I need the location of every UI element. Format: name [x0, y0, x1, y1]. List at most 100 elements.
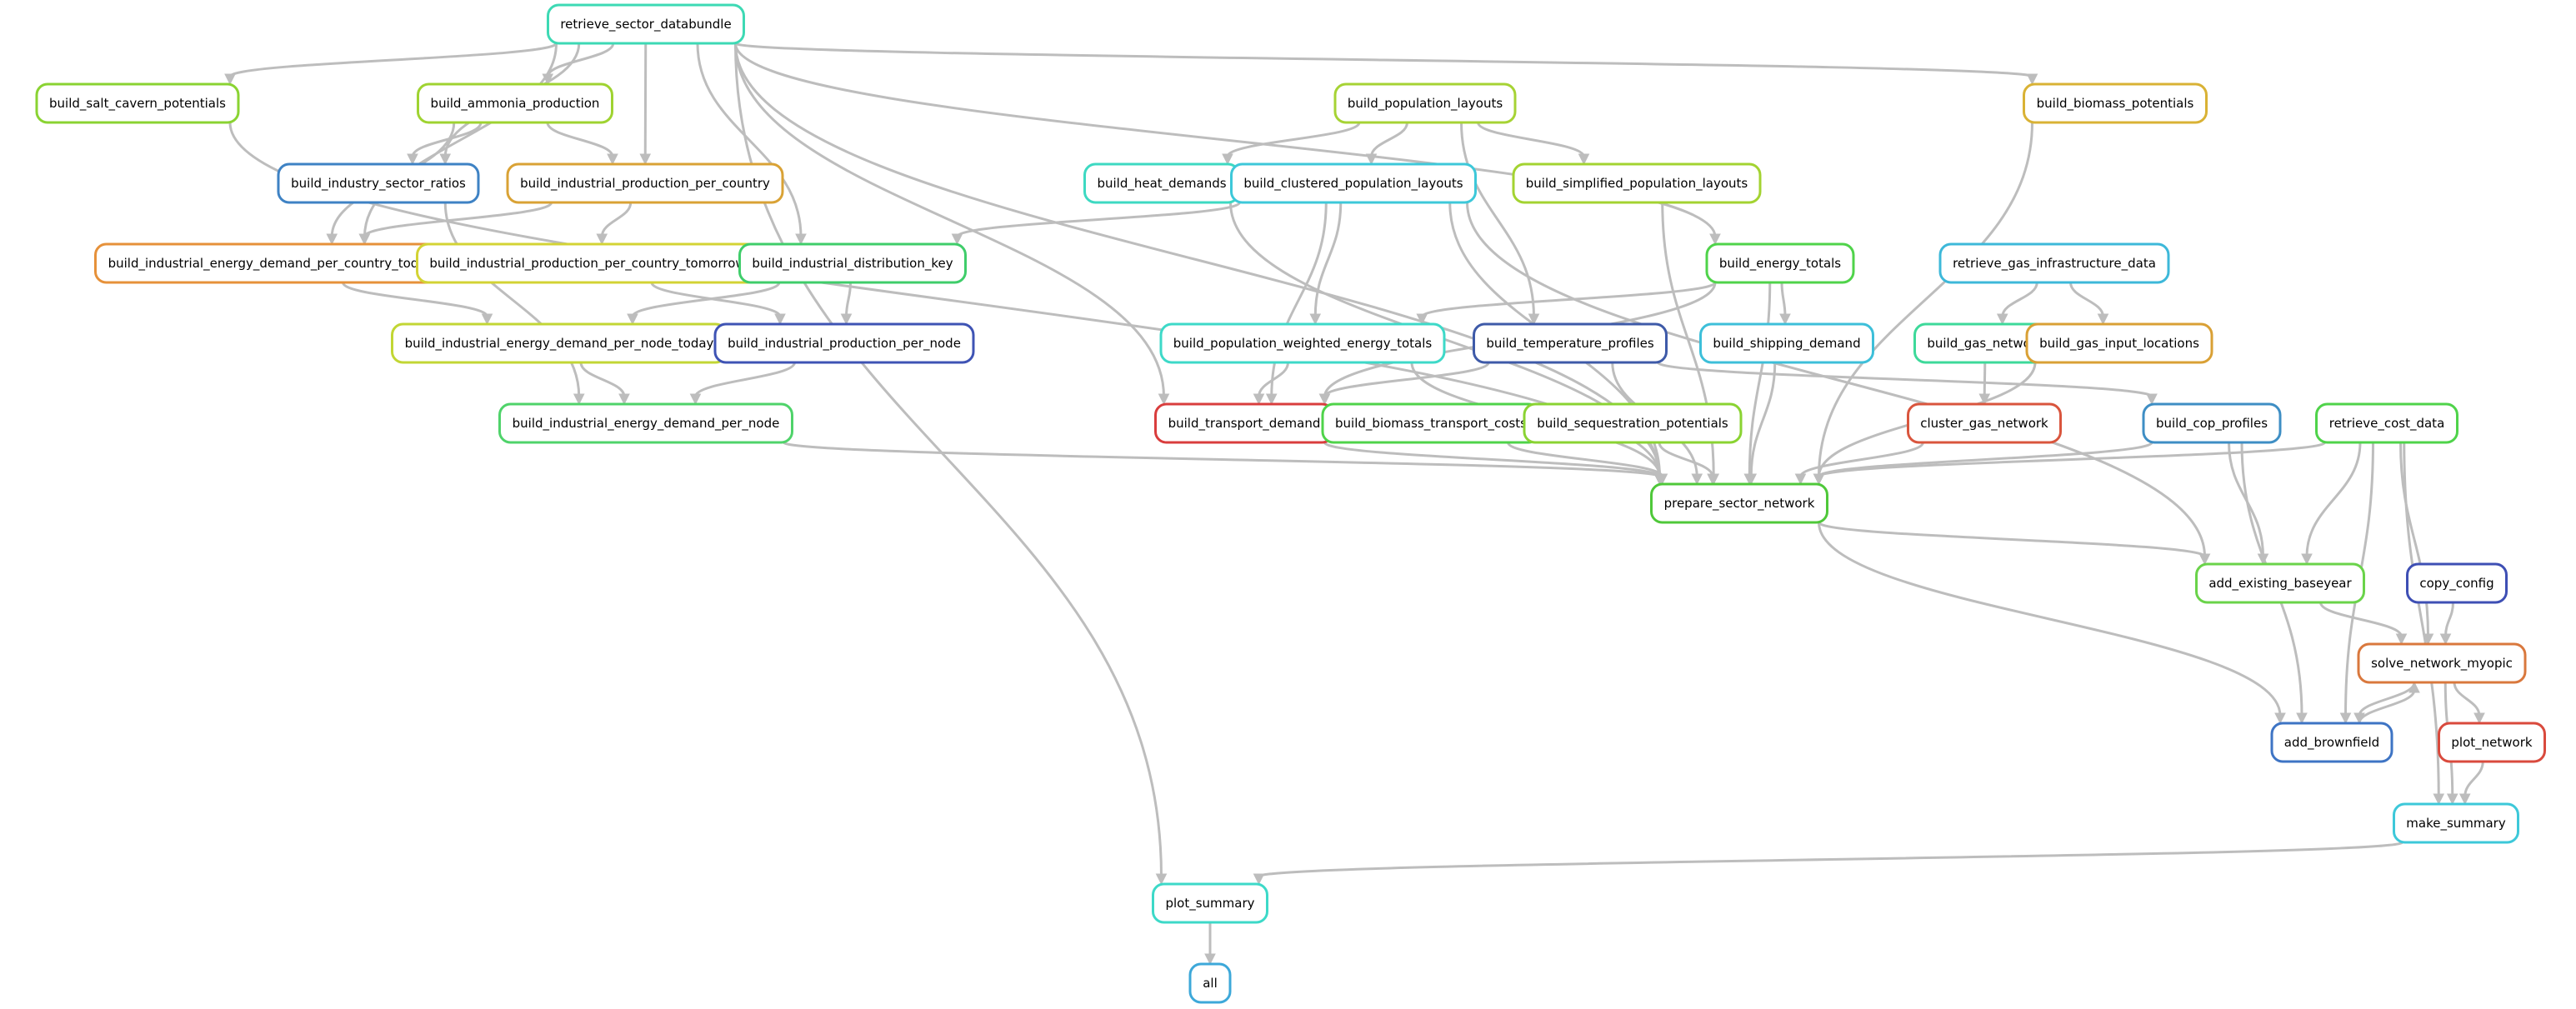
edge-build-industrial-distribution-key-to-build-industrial-production-per-node [845, 282, 852, 317]
node-box [2357, 642, 2527, 684]
edge-arrowhead [1996, 313, 2008, 326]
node-label: retrieve_gas_infrastructure_data [1953, 256, 2156, 272]
node-label: build_industrial_distribution_key [752, 256, 953, 272]
edge-arrowhead [1528, 313, 1540, 326]
node-label: build_salt_cavern_potentials [49, 96, 226, 112]
node-label: build_industrial_energy_demand_per_node [513, 416, 780, 432]
node-box [2438, 722, 2546, 763]
node-box [2195, 562, 2365, 604]
edge-prepare-sector-network-to-add-existing-baseyear [1818, 521, 2206, 558]
node-build-shipping-demand: build_shipping_demand [1699, 322, 1874, 364]
node-build-biomass-transport-costs: build_biomass_transport_costs [1321, 402, 1541, 444]
node-label: plot_network [2451, 735, 2532, 751]
edge-cluster-gas-network-to-prepare-sector-network [1799, 442, 1924, 477]
node-label: build_shipping_demand [1713, 336, 1860, 352]
edge-build-industrial-production-per-country-to-build-industrial-energy-demand-per-country-today [363, 202, 553, 237]
edge-arrowhead [1204, 953, 1216, 966]
node-label: plot_summary [1165, 896, 1254, 912]
edge-arrowhead [639, 153, 652, 166]
edge-retrieve-cost-data-to-solve-network-myopic [2399, 442, 2429, 637]
node-box [547, 3, 745, 45]
node-box [498, 402, 793, 444]
edge-arrowhead [1978, 393, 1991, 406]
node-label: retrieve_sector_databundle [560, 17, 731, 32]
node-box [35, 82, 240, 124]
node-label: build_industrial_production_per_node [728, 336, 961, 352]
edge-arrowhead [1779, 313, 1791, 326]
edge-arrowhead [1222, 153, 1233, 166]
edge-arrowhead [2433, 793, 2445, 806]
node-label: add_brownfield [2284, 735, 2379, 751]
edge-arrowhead [1309, 313, 1322, 326]
node-build-energy-totals: build_energy_totals [1705, 242, 1855, 284]
node-label: build_energy_totals [1719, 256, 1841, 272]
node-label: build_simplified_population_layouts [1526, 176, 1748, 192]
edge-arrowhead [795, 233, 807, 246]
edge-arrowhead [326, 233, 338, 246]
node-label: build_cop_profiles [2156, 416, 2268, 432]
edge-arrowhead [1691, 473, 1703, 486]
edge-build-industrial-production-per-country-tomorrow-to-build-industrial-production-per-node [650, 282, 782, 317]
node-box [1152, 882, 1268, 924]
node-box [2315, 402, 2458, 444]
node-build-cop-profiles: build_cop_profiles [2142, 402, 2282, 444]
node-box [738, 242, 967, 284]
node-box [2025, 322, 2213, 364]
edge-retrieve-gas-infrastructure-data-to-build-gas-input-locations [2069, 282, 2104, 317]
edge-build-clustered-population-layouts-to-build-industrial-distribution-key [956, 201, 1241, 238]
edge-build-energy-totals-to-build-shipping-demand [1780, 282, 1787, 317]
edge-arrowhead [627, 313, 638, 326]
edge-arrowhead [951, 233, 963, 246]
node-label: build_population_weighted_energy_totals [1173, 336, 1433, 352]
edge-build-industry-sector-ratios-to-build-industrial-energy-demand-per-node [443, 202, 581, 397]
node-plot-network: plot_network [2438, 722, 2546, 763]
node-box [713, 322, 975, 364]
edge-arrowhead [1158, 393, 1170, 406]
edge-plot-network-to-make-summary [2463, 761, 2484, 797]
edge-make-summary-to-plot-summary [1258, 841, 2403, 878]
node-build-industrial-production-per-node: build_industrial_production_per_node [713, 322, 975, 364]
edge-build-temperature-profiles-to-build-transport-demand [1323, 362, 1490, 397]
edge-arrowhead [407, 153, 418, 166]
edge-build-clustered-population-layouts-to-add-existing-baseyear [1466, 202, 2206, 557]
node-label: build_gas_input_locations [2039, 336, 2199, 352]
edge-arrowhead [2446, 793, 2458, 806]
node-build-transport-demand: build_transport_demand [1154, 402, 1334, 444]
node-build-industrial-energy-demand-per-node-today: build_industrial_energy_demand_per_node_… [391, 322, 728, 364]
edge-arrowhead [2301, 553, 2313, 566]
node-label: build_industrial_production_per_country [520, 176, 770, 192]
node-box [2142, 402, 2282, 444]
edge-arrowhead [1813, 473, 1825, 486]
node-plot-summary: plot_summary [1152, 882, 1268, 924]
node-build-population-layouts: build_population_layouts [1333, 82, 1517, 124]
node-box [1699, 322, 1874, 364]
node-build-ammonia-production: build_ammonia_production [417, 82, 613, 124]
node-box [1230, 162, 1477, 204]
edge-retrieve-sector-databundle-to-build-salt-cavern-potentials [228, 42, 558, 78]
node-cluster-gas-network: cluster_gas_network [1907, 402, 2062, 444]
node-build-sequestration-potentials: build_sequestration_potentials [1523, 402, 1743, 444]
node-label: build_biomass_transport_costs [1335, 416, 1527, 432]
node-box [2393, 802, 2519, 844]
edge-build-industrial-energy-demand-per-country-today-to-build-industrial-energy-demand-per-node-today [342, 282, 488, 317]
edge-build-energy-totals-to-prepare-sector-network [1748, 282, 1772, 477]
node-layer: retrieve_sector_databundle build_salt_cav… [35, 3, 2546, 1004]
edge-arrowhead [2026, 73, 2038, 86]
node-box [1512, 162, 1762, 204]
node-label: cluster_gas_network [1920, 416, 2048, 432]
edge-prepare-sector-network-to-add-brownfield [1818, 522, 2282, 717]
node-build-heat-demands: build_heat_demands [1083, 162, 1240, 204]
node-build-industrial-production-per-country-tomorrow: build_industrial_production_per_country_… [416, 242, 759, 284]
edge-arrowhead [2458, 793, 2471, 806]
edge-arrowhead [1253, 393, 1265, 406]
node-build-industrial-distribution-key: build_industrial_distribution_key [738, 242, 967, 284]
edge-arrowhead [2395, 633, 2408, 646]
edge-arrowhead [439, 153, 452, 166]
node-label: all [1203, 976, 1218, 991]
edge-add-existing-baseyear-to-solve-network-myopic [2319, 602, 2403, 637]
edge-retrieve-sector-databundle-to-build-biomass-potentials [734, 42, 2033, 78]
edge-retrieve-cost-data-to-prepare-sector-network [1818, 441, 2326, 478]
node-add-existing-baseyear: add_existing_baseyear [2195, 562, 2365, 604]
node-label: make_summary [2406, 816, 2506, 832]
